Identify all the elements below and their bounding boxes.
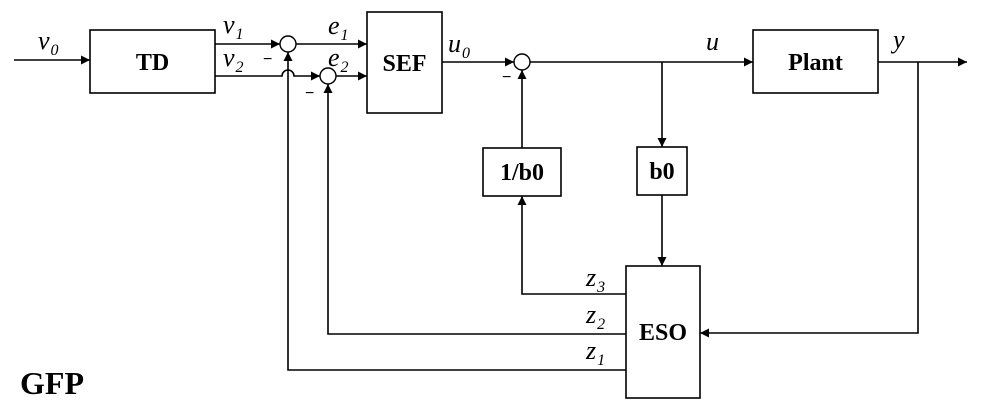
inv-b0-block: 1/b0 [482,147,562,197]
td-block: TD [89,29,216,94]
wire-z3 [517,196,626,295]
wire-z2 [323,84,626,335]
label-z3: z3 [585,263,605,296]
b0-block: b0 [636,146,688,196]
signal-wires [14,39,967,371]
label-y: y [890,25,905,54]
plant-block: Plant [752,29,879,94]
b0-label: b0 [649,159,674,185]
summing-junction-3 [513,53,531,71]
sum3-minus-sign: − [502,69,511,86]
sef-label: SEF [382,51,426,77]
eso-block: ESO [625,265,701,399]
plant-label: Plant [788,50,843,76]
inv-b0-label: 1/b0 [500,160,544,186]
sum1-minus-sign: − [263,51,272,68]
label-v1: v1 [223,10,244,43]
label-v0: v0 [38,26,59,59]
label-z2: z2 [585,300,605,333]
label-z1: z1 [585,336,605,369]
label-u: u [706,27,719,56]
label-v2: v2 [223,43,244,76]
wire-y-to-eso [700,62,919,338]
figure-caption: GFP [20,365,84,401]
eso-label: ESO [639,320,687,346]
td-label: TD [136,50,169,76]
wire-z1 [283,52,626,371]
sef-block: SEF [366,11,443,114]
summing-junction-2 [319,67,337,85]
label-u0: u0 [448,29,470,62]
label-e2: e2 [328,43,349,76]
sum2-minus-sign: − [305,85,314,102]
label-e1: e1 [328,11,349,44]
summing-junction-1 [279,35,297,53]
